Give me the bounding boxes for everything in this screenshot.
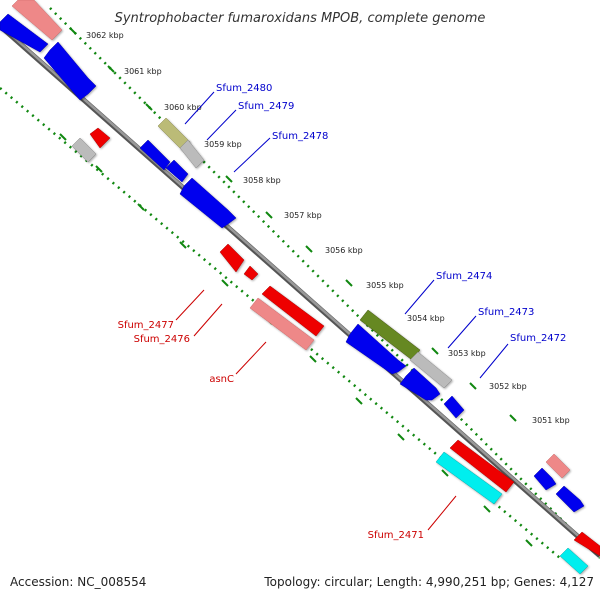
kbp-tick-3060: 3060 kbp bbox=[145, 103, 202, 112]
gene-sfum-2478[interactable] bbox=[179, 177, 237, 229]
gene-label-text: Sfum_2474 bbox=[436, 271, 492, 282]
gene-red-left[interactable] bbox=[89, 127, 111, 149]
gene-blue-2473[interactable] bbox=[399, 367, 441, 401]
kbp-label: 3062 kbp bbox=[86, 31, 124, 40]
label-sfum-2471[interactable]: Sfum_2471 bbox=[368, 495, 457, 541]
label-sfum-2478[interactable]: Sfum_2478 bbox=[233, 131, 328, 173]
gene-sfum-2474[interactable] bbox=[359, 309, 421, 361]
label-sfum-2477[interactable]: Sfum_2477 bbox=[118, 289, 205, 331]
gene-blue-2479[interactable] bbox=[165, 159, 189, 183]
inner-ticks bbox=[59, 133, 533, 547]
kbp-tick-3057: 3057 kbp bbox=[265, 211, 322, 220]
kbp-label: 3061 kbp bbox=[124, 67, 162, 76]
gene-label-text: Sfum_2477 bbox=[118, 320, 174, 331]
gene-sfum-2471-red[interactable] bbox=[449, 439, 515, 493]
genome-title: Syntrophobacter fumaroxidans MPOB, compl… bbox=[115, 11, 486, 26]
gene-blue-top-left[interactable] bbox=[0, 13, 49, 53]
label-sfum-2479[interactable]: Sfum_2479 bbox=[206, 101, 294, 141]
gene-label-text: asnC bbox=[209, 374, 234, 385]
gene-grey-left[interactable] bbox=[71, 137, 97, 163]
gene-sfum-2473[interactable] bbox=[409, 351, 453, 389]
kbp-tick-3056: 3056 kbp bbox=[305, 245, 363, 255]
gene-sfum-2480[interactable] bbox=[157, 117, 191, 151]
kbp-label: 3053 kbp bbox=[448, 349, 486, 358]
gene-label-text: Sfum_2472 bbox=[510, 333, 566, 344]
gene-sfum-2476[interactable] bbox=[261, 285, 325, 337]
kbp-label: 3059 kbp bbox=[204, 140, 242, 149]
gene-sfum-2472[interactable] bbox=[443, 395, 465, 419]
kbp-label: 3055 kbp bbox=[366, 281, 404, 290]
gene-red-small[interactable] bbox=[243, 265, 259, 281]
kbp-label: 3057 kbp bbox=[284, 211, 322, 220]
label-sfum-2474[interactable]: Sfum_2474 bbox=[404, 271, 492, 315]
kbp-label: 3054 kbp bbox=[407, 314, 445, 323]
kbp-label: 3060 kbp bbox=[164, 103, 202, 112]
gene-sfum-2471[interactable] bbox=[435, 451, 503, 505]
gene-label-text: Sfum_2476 bbox=[134, 334, 190, 345]
gene-sfum-2477[interactable] bbox=[219, 243, 245, 273]
kbp-tick-3051: 3051 kbp bbox=[509, 414, 570, 425]
gene-label-text: Sfum_2473 bbox=[478, 307, 534, 318]
gene-blue-right-1[interactable] bbox=[533, 467, 557, 491]
gene-asnc[interactable] bbox=[249, 297, 315, 351]
gene-pink-right[interactable] bbox=[545, 453, 571, 479]
kbp-tick-3059: 3059 kbp bbox=[204, 140, 242, 149]
kbp-tick-3053: 3053 kbp bbox=[431, 347, 486, 358]
gene-blue-right-2[interactable] bbox=[555, 485, 585, 513]
gene-red-bottom-right[interactable] bbox=[573, 531, 600, 557]
gene-pink-top-left[interactable] bbox=[11, 0, 63, 41]
gene-label-text: Sfum_2480 bbox=[216, 83, 272, 94]
kbp-label: 3052 kbp bbox=[489, 382, 527, 391]
outer-tick-track bbox=[49, 7, 600, 559]
kbp-label: 3056 kbp bbox=[325, 246, 363, 255]
kbp-tick-3052: 3052 kbp bbox=[469, 382, 527, 391]
gene-sfum-2479[interactable] bbox=[179, 139, 205, 169]
gene-label-text: Sfum_2478 bbox=[272, 131, 328, 142]
gene-label-text: Sfum_2479 bbox=[238, 101, 294, 112]
kbp-tick-3055: 3055 kbp bbox=[345, 279, 404, 290]
gene-label-text: Sfum_2471 bbox=[368, 530, 424, 541]
gene-cyan-bottom-right[interactable] bbox=[559, 547, 589, 575]
genome-backbone bbox=[0, 24, 600, 558]
kbp-tick-3054: 3054 kbp bbox=[407, 314, 445, 323]
kbp-tick-3062: 3062 kbp bbox=[69, 27, 124, 40]
kbp-label: 3051 kbp bbox=[532, 416, 570, 425]
accession-text: Accession: NC_008554 bbox=[10, 575, 146, 589]
kbp-tick-3058: 3058 kbp bbox=[225, 175, 281, 185]
topology-text: Topology: circular; Length: 4,990,251 bp… bbox=[263, 575, 594, 589]
label-asnc[interactable]: asnC bbox=[209, 341, 267, 385]
label-sfum-2473[interactable]: Sfum_2473 bbox=[447, 307, 534, 349]
label-sfum-2476[interactable]: Sfum_2476 bbox=[134, 303, 223, 345]
kbp-tick-3061: 3061 kbp bbox=[107, 65, 162, 76]
kbp-label: 3058 kbp bbox=[243, 176, 281, 185]
label-sfum-2472[interactable]: Sfum_2472 bbox=[479, 333, 566, 379]
gene-blue-3061[interactable] bbox=[43, 41, 97, 101]
label-sfum-2480[interactable]: Sfum_2480 bbox=[184, 83, 272, 125]
gene-blue-2480[interactable] bbox=[139, 139, 171, 171]
gene-blue-2474[interactable] bbox=[345, 323, 407, 375]
